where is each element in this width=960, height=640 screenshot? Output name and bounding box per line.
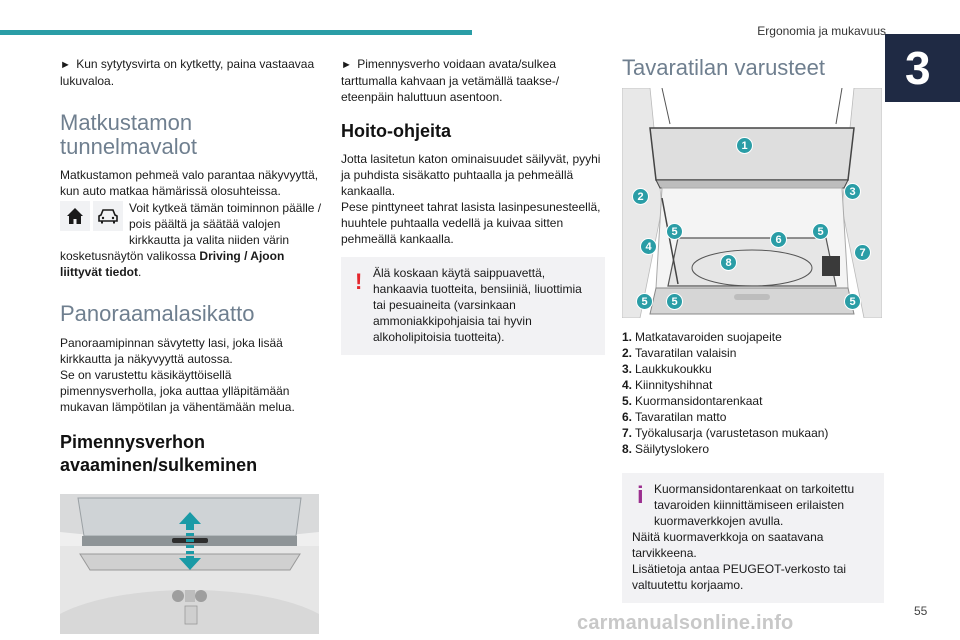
intro-instruction: ► Kun sytytysvirta on kytketty, paina va… [60,57,315,88]
callout-1: 1 [736,137,753,154]
chapter-tab: 3 [885,34,960,102]
legend-item: 5.Kuormansidontarenkaat [622,394,763,408]
sunroof-blind-illustration [60,494,319,634]
ambient-description: Matkustamon pehmeä valo parantaa näkyvyy… [60,168,319,198]
legend-item: 1.Matkatavaroiden suojapeite [622,330,782,344]
page-number: 55 [914,604,928,618]
care-text-2: Pese pinttyneet tahrat lasista lasinpesu… [341,200,601,246]
tool-kit [822,256,840,276]
callout-3: 3 [844,183,861,200]
touchscreen-icons [60,201,123,231]
trunk-floor-mat [667,237,837,287]
warning-icon: ! [355,269,363,294]
warning-note: ! Älä koskaan käytä saippuavettä, hankaa… [341,257,605,355]
section-title: Ergonomia ja mukavuus [757,24,886,38]
callout-5: 5 [636,293,653,310]
info-text-1: Kuormansidontarenkaat on tarkoitettu tav… [654,482,855,528]
panoramic-blind-description: Se on varustettu käsikäyttöisellä pimenn… [60,368,295,414]
warning-text: Älä koskaan käytä saippuavettä, hankaavi… [373,266,582,344]
heading-panoramic-roof: Panoraamalasikatto [60,301,255,326]
ambient-settings-block: Voit kytkeä tämän toiminnon päälle / poi… [60,200,322,280]
watermark: carmanualsonline.info [577,612,794,634]
trunk-legend: 1.Matkatavaroiden suojapeite 2.Tavaratil… [622,329,884,457]
callout-4: 4 [640,238,657,255]
legend-item: 2.Tavaratilan valaisin [622,346,737,360]
legend-item: 4.Kiinnityshihnat [622,378,713,392]
arrow-up-icon [179,512,201,530]
blind-instruction: ► Pimennysverho voidaan avata/sulkea tar… [341,57,560,104]
legend-item: 6.Tavaratilan matto [622,410,727,424]
care-text-1: Jotta lasitetun katon ominaisuudet säily… [341,152,601,198]
callout-5: 5 [666,223,683,240]
ambient-settings-text: Voit kytkeä tämän toiminnon päälle / poi… [60,201,322,279]
home-icon [60,201,90,231]
heading-trunk-equipment: Tavaratilan varusteet [622,55,825,80]
car-icon [93,201,123,231]
storage-compartment [691,249,813,287]
info-text-2: Näitä kuormaverkkoja on saatavana tarvik… [632,530,824,560]
info-note: i Kuormansidontarenkaat on tarkoitettu t… [622,473,884,603]
header-accent-bar [0,30,472,35]
callout-6: 6 [770,231,787,248]
fastening-strap [661,197,679,285]
legend-item: 7.Työkalusarja (varustetason mukaan) [622,426,829,440]
callout-5: 5 [666,293,683,310]
luggage-cover [649,127,855,181]
legend-item: 8.Säilytyslokero [622,442,710,456]
info-text-3: Lisätietoja antaa PEUGEOT-verkosto tai v… [632,562,847,592]
callout-7: 7 [854,244,871,261]
arrow-bullet-icon: ► [60,59,71,71]
callout-5: 5 [844,293,861,310]
chapter-number: 3 [905,42,931,94]
arrow-down-icon [179,556,201,570]
callout-5: 5 [812,223,829,240]
column-middle: ► Pimennysverho voidaan avata/sulkea tar… [341,56,605,355]
arrow-bullet-icon: ► [341,59,352,71]
panoramic-description: Panoraamipinnan sävytetty lasi, joka lis… [60,336,283,366]
info-icon: i [637,482,644,509]
column-left: ► Kun sytytysvirta on kytketty, paina va… [60,56,322,634]
heading-care-instructions: Hoito-ohjeita [341,121,451,141]
legend-item: 3.Laukkukoukku [622,362,712,376]
callout-2: 2 [632,188,649,205]
callout-8: 8 [720,254,737,271]
